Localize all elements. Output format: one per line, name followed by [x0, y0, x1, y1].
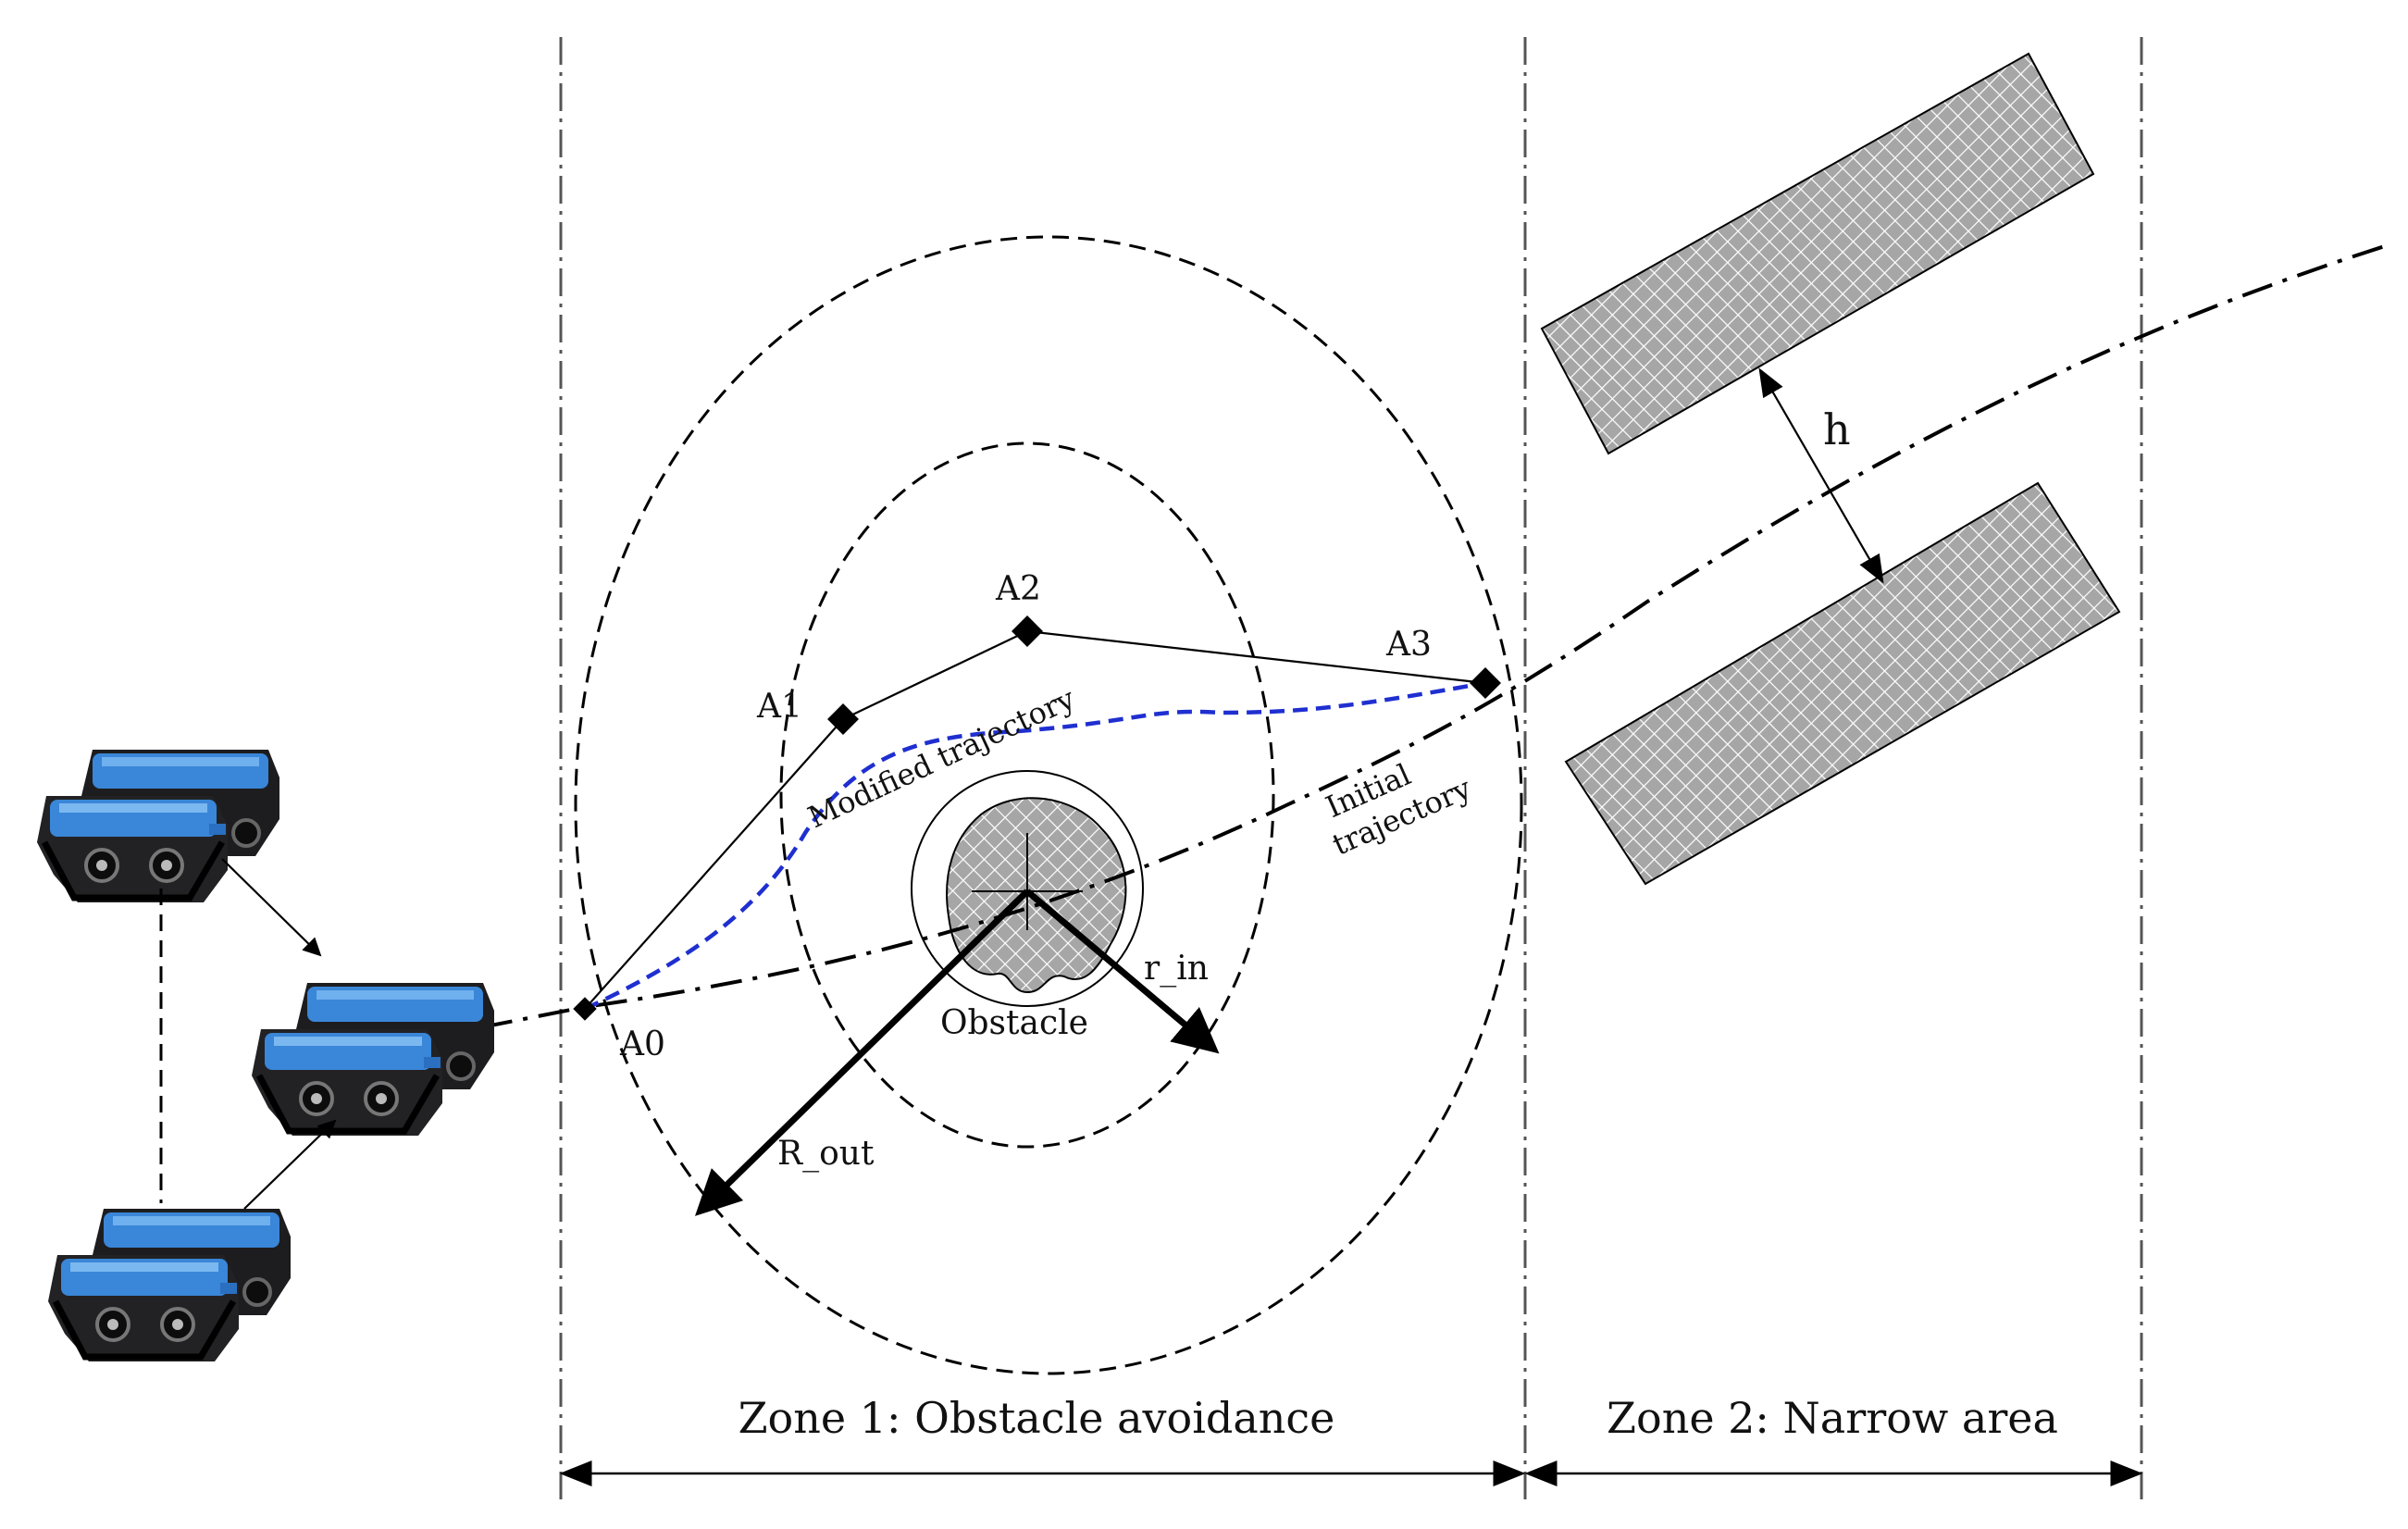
- outer-radius-circle: [574, 235, 1523, 1375]
- waypoint-a3-label: A3: [1385, 626, 1432, 664]
- upper-wall: [1540, 52, 2095, 455]
- initial-trajectory-line: [480, 243, 2389, 1029]
- waypoint-polyline: [584, 629, 1486, 1010]
- vehicle-bottom: [48, 1209, 291, 1361]
- waypoint-a2-label: A2: [995, 570, 1041, 608]
- narrow-area-walls: [1540, 52, 2121, 886]
- waypoint-a1-marker: [827, 703, 859, 735]
- r-in-label: r_in: [1144, 950, 1209, 988]
- gap-width-label: h: [1823, 404, 1851, 454]
- r-out-label: R_out: [777, 1135, 875, 1173]
- top-to-middle-arrow: [221, 858, 322, 957]
- bottom-to-middle-arrow: [243, 1119, 337, 1210]
- r-in-arrow: [1024, 889, 1220, 1054]
- waypoint-a1-label: A1: [756, 688, 802, 726]
- r-out-arrow: [694, 889, 1030, 1216]
- zone1-label: Zone 1: Obstacle avoidance: [739, 1393, 1335, 1443]
- obstacle-safety-boundary: [911, 770, 1144, 1007]
- obstacle-label: Obstacle: [940, 1004, 1088, 1042]
- zone-boundaries: [559, 37, 2143, 1499]
- modified-trajectory-line: [584, 680, 1486, 1012]
- gap-width-arrow: [1758, 367, 1884, 584]
- waypoint-a2-marker: [1012, 615, 1043, 647]
- vehicle-middle: [252, 983, 494, 1136]
- lower-wall: [1564, 481, 2121, 886]
- inner-radius-circle: [779, 441, 1275, 1149]
- waypoint-a3-marker: [1470, 667, 1501, 699]
- zone2-label: Zone 2: Narrow area: [1607, 1393, 2058, 1443]
- waypoint-a0-label: A0: [619, 1026, 665, 1063]
